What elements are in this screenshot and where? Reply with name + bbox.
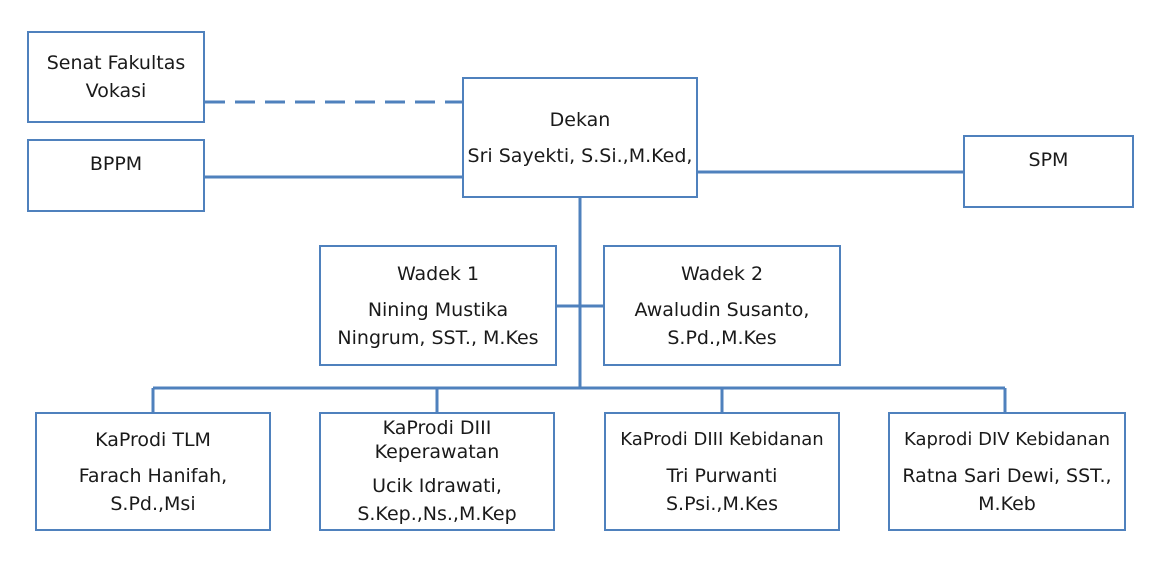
wadek-2-title: Wadek 2 <box>680 262 764 285</box>
kaprodi-d4-kebidanan-name: Ratna Sari Dewi, SST., M.Keb <box>902 464 1112 515</box>
wadek-1-title: Wadek 1 <box>396 262 480 285</box>
spm-box: SPM <box>963 135 1134 208</box>
kaprodi-d3-kebidanan-box: KaProdi DIII Kebidanan Tri Purwanti S.Ps… <box>604 412 840 531</box>
kaprodi-tlm-box: KaProdi TLM Farach Hanifah, S.Pd.,Msi <box>35 412 271 531</box>
wadek-2-name: Awaludin Susanto, S.Pd.,M.Kes <box>634 298 810 349</box>
dekan-title: Dekan <box>549 108 611 131</box>
bppm-title: BPPM <box>89 153 143 175</box>
kaprodi-d3-keperawatan-box: KaProdi DIII Keperawatan Ucik Idrawati, … <box>319 412 555 531</box>
kaprodi-d3-keperawatan-title: KaProdi DIII Keperawatan <box>374 416 500 463</box>
dekan-box: Dekan Sri Sayekti, S.Si.,M.Ked, <box>462 77 698 198</box>
kaprodi-d4-kebidanan-box: Kaprodi DIV Kebidanan Ratna Sari Dewi, S… <box>888 412 1126 531</box>
kaprodi-tlm-name: Farach Hanifah, S.Pd.,Msi <box>78 464 228 515</box>
dekan-name: Sri Sayekti, S.Si.,M.Ked, <box>467 144 693 167</box>
kaprodi-d3-kebidanan-title: KaProdi DIII Kebidanan <box>620 428 824 450</box>
spm-title: SPM <box>1028 149 1069 171</box>
wadek-1-name: Nining Mustika Ningrum, SST., M.Kes <box>337 298 539 349</box>
senat-line-1: Senat Fakultas <box>46 52 186 74</box>
kaprodi-tlm-title: KaProdi TLM <box>95 428 211 451</box>
senat-fakultas-box: Senat Fakultas Vokasi <box>27 31 205 123</box>
senat-line-2: Vokasi <box>85 80 147 102</box>
bppm-box: BPPM <box>27 139 205 212</box>
kaprodi-d4-kebidanan-title: Kaprodi DIV Kebidanan <box>903 428 1111 450</box>
wadek-2-box: Wadek 2 Awaludin Susanto, S.Pd.,M.Kes <box>603 245 841 366</box>
kaprodi-d3-keperawatan-name: Ucik Idrawati, S.Kep.,Ns.,M.Kep <box>357 474 517 525</box>
wadek-1-box: Wadek 1 Nining Mustika Ningrum, SST., M.… <box>319 245 557 366</box>
kaprodi-d3-kebidanan-name: Tri Purwanti S.Psi.,M.Kes <box>665 464 778 515</box>
